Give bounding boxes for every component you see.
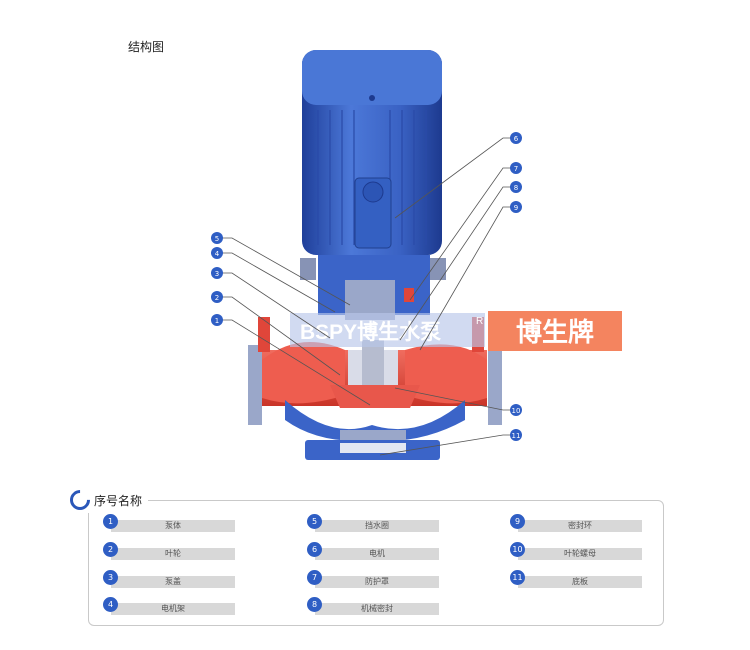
base-plate [305,430,440,460]
leader-lines [222,137,513,456]
callout-8: 8 [510,181,522,193]
callout-6: 6 [510,132,522,144]
callout-10: 10 [510,404,522,416]
legend-item-name: 挡水圈 [315,520,439,532]
pump-structure-diagram: BSPY博生水泵 R 博生牌 1 2 3 4 5 6 7 8 9 10 11 [211,50,622,460]
callout-11: 11 [510,429,522,441]
svg-text:7: 7 [514,165,518,173]
ring-icon [65,485,95,515]
legend-item-name: 密封环 [518,520,642,532]
legend-item-number: 11 [510,570,525,585]
svg-text:3: 3 [215,270,219,278]
legend-item-number: 9 [510,514,525,529]
svg-text:6: 6 [514,135,519,143]
legend-item-name: 机械密封 [315,603,439,615]
motor [302,50,442,255]
callout-9: 9 [510,201,522,213]
svg-text:8: 8 [514,184,518,192]
legend-item-number: 2 [103,542,118,557]
page-title: 结构图 [128,40,165,54]
callout-1: 1 [211,314,223,326]
svg-text:4: 4 [215,250,220,258]
pump-casing [248,317,502,441]
callout-2: 2 [211,291,223,303]
brand-badge [488,311,622,351]
legend-item-name: 叶轮 [111,548,235,560]
motor-bracket [300,255,446,320]
svg-text:2: 2 [215,294,219,302]
callout-3: 3 [211,267,223,279]
legend-item-number: 5 [307,514,322,529]
svg-text:1: 1 [215,317,219,325]
legend-item-number: 7 [307,570,322,585]
svg-text:11: 11 [512,432,521,440]
legend-item-name: 防护罩 [315,576,439,588]
legend-header: 序号名称 [65,485,149,515]
logo-watermark [290,313,485,347]
svg-text:5: 5 [215,235,219,243]
legend-item-name: 泵体 [111,520,235,532]
legend-item-name: 泵盖 [111,576,235,588]
brand-text: 博生牌 [516,317,594,348]
legend-item-number: 6 [307,542,322,557]
legend-item-number: 3 [103,570,118,585]
legend-item-name: 电机架 [111,603,235,615]
legend-panel [88,500,664,626]
svg-text:9: 9 [514,204,518,212]
callout-5: 5 [211,232,223,244]
legend-item-name: 叶轮螺母 [518,548,642,560]
callout-4: 4 [211,247,223,259]
callout-badges: 1 2 3 4 5 6 7 8 9 10 11 [211,132,522,441]
legend-item-number: 10 [510,542,525,557]
callout-7: 7 [510,162,522,174]
svg-text:10: 10 [512,407,521,415]
legend-item-number: 4 [103,597,118,612]
legend-item-name: 底板 [518,576,642,588]
legend-item-number: 1 [103,514,118,529]
registered-mark: R [476,316,483,327]
legend-title: 序号名称 [94,493,143,508]
logo-text: BSPY博生水泵 [300,320,441,344]
legend-item-number: 8 [307,597,322,612]
legend-item-name: 电机 [315,548,439,560]
